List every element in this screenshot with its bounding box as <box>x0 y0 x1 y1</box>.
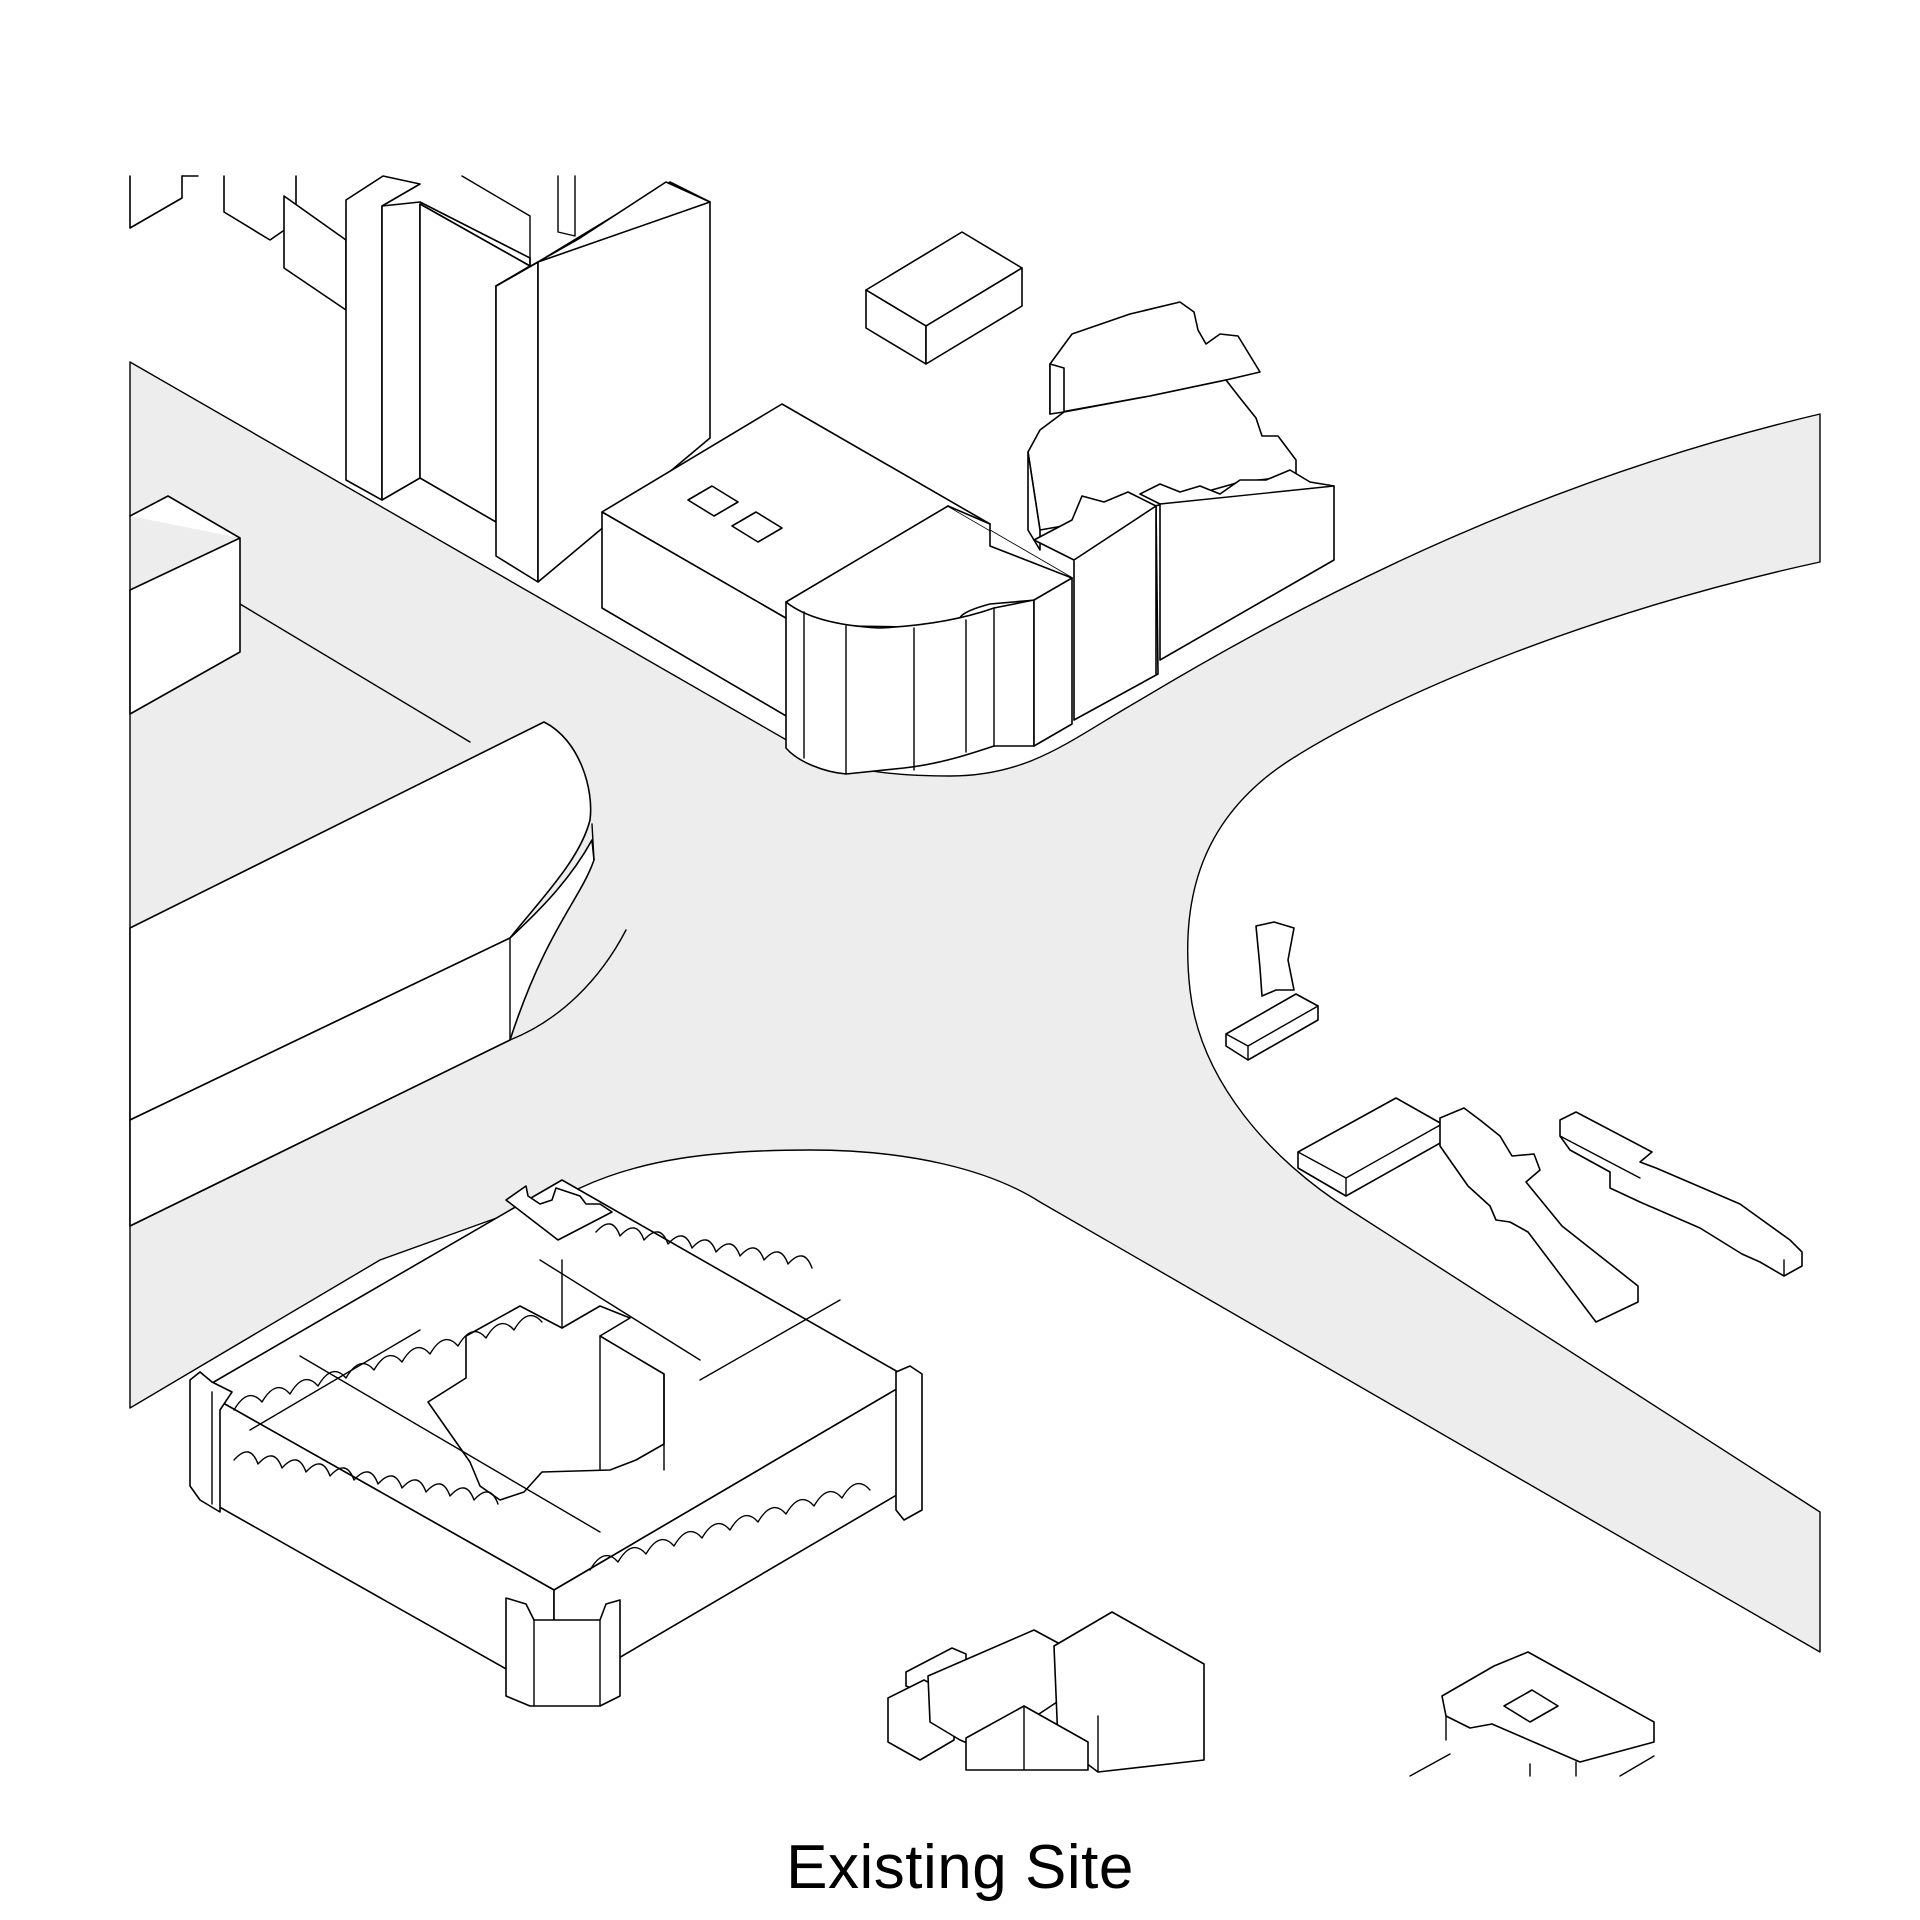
right-scattered-buildings <box>1225 921 1803 1323</box>
skylight-2 <box>731 511 783 543</box>
bottom-building-cluster <box>887 1611 1205 1773</box>
bottom-right-courtyard-building <box>1409 1651 1655 1777</box>
turret-west <box>189 1371 233 1513</box>
scallop-band-north-west <box>233 1314 543 1411</box>
flat-block-east <box>1297 1097 1443 1197</box>
long-block-top <box>129 721 592 1121</box>
drawing-caption: Existing Site <box>786 1833 1134 1902</box>
stepped-block-east <box>1439 1107 1639 1323</box>
podium-block <box>283 195 347 311</box>
curved-kiosk <box>1255 921 1295 997</box>
cropped-building-a <box>129 175 183 229</box>
left-stepped-block <box>129 495 241 715</box>
small-bar-block <box>1225 993 1319 1061</box>
bottom-block-front <box>965 1705 1089 1771</box>
scallop-band-south-west <box>233 1451 499 1505</box>
turret-north <box>505 1185 613 1241</box>
irregular-right-block <box>1139 469 1335 661</box>
top-left-building-cluster <box>129 175 711 583</box>
small-box-building <box>865 231 1023 365</box>
curved-building-face <box>785 599 1035 775</box>
central-low-block <box>601 403 1073 775</box>
long-block-face <box>129 839 595 1227</box>
long-curved-block <box>1559 1111 1803 1277</box>
tall-tower-front <box>495 261 539 583</box>
irregular-building-cluster <box>1027 301 1335 721</box>
tall-tower-top <box>495 181 711 287</box>
curved-building-right-face <box>1033 577 1073 747</box>
scallop-band-south-east <box>589 1482 871 1571</box>
curved-building-roof-right <box>947 505 1073 579</box>
scallop-band-north-east <box>595 1223 813 1269</box>
road-network <box>129 361 1821 1653</box>
skylight-1 <box>687 485 739 517</box>
left-long-building <box>129 495 627 1227</box>
courtyard-building <box>189 1179 923 1707</box>
turret-east <box>895 1365 923 1521</box>
road-intersection <box>129 361 1821 1653</box>
ring-building-hole <box>1503 1689 1559 1723</box>
road-edge-upper-left <box>239 603 471 743</box>
